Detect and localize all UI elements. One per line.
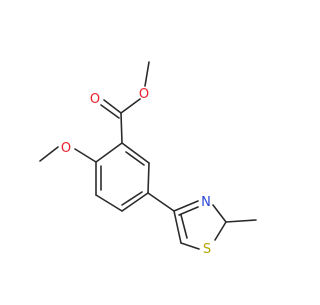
bond-ring-3-4 — [121, 192, 149, 212]
bond-carbonyl-double-b — [100, 104, 120, 119]
bond-ring-2-3 — [147, 162, 150, 194]
bond-thz-methyl — [225, 219, 257, 223]
atom-label-thiazole-n: N — [201, 195, 211, 210]
bond-ring-methoxy-o — [74, 148, 97, 163]
bond-ring-inner-b — [121, 191, 143, 206]
bond-ring-4-5 — [95, 194, 123, 212]
atom-label-carbonyl-o: O — [90, 92, 100, 107]
bond-carbonyl-ring — [120, 112, 123, 144]
bond-ring-1-2 — [121, 142, 150, 164]
bond-ester-methyl — [144, 61, 150, 87]
atom-label-thiazole-s: S — [203, 242, 211, 257]
molecule-structure: O O O N S — [39, 61, 257, 257]
bond-thz-c5-c4-inner — [180, 214, 188, 239]
atom-label-ester-o: O — [139, 87, 149, 102]
bond-thz-s-c5 — [180, 242, 200, 250]
bond-thz-c2-s — [214, 221, 227, 241]
bond-carbonyl-double-a — [103, 99, 122, 114]
bond-ring-6-1 — [95, 142, 123, 163]
bond-aryl-thiazole — [147, 192, 175, 212]
bond-thz-c5-c4 — [173, 210, 182, 244]
bond-thz-c4-n — [173, 200, 199, 212]
bond-thz-n-c2 — [212, 204, 227, 223]
bond-thz-c4-n-inner — [178, 206, 199, 216]
bond-layer — [39, 61, 257, 250]
bond-ester-o-carbonyl — [120, 98, 141, 114]
bond-ring-inner-a — [125, 151, 145, 166]
bond-methoxy-methyl — [39, 146, 59, 162]
atom-label-layer: O O O N S — [61, 87, 211, 257]
atom-label-methoxy-o: O — [61, 141, 71, 156]
structure-canvas: O O O N S — [39, 61, 257, 257]
